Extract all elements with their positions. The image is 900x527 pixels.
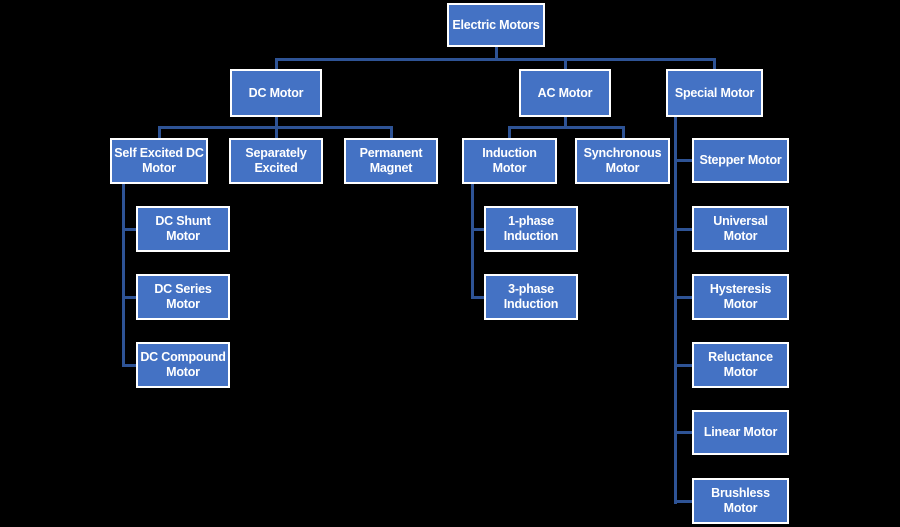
connector-dc-shunt-branch xyxy=(122,228,138,231)
connector-reluctance-branch xyxy=(674,364,695,367)
node-1-phase-induction[interactable]: 1-phase Induction xyxy=(484,206,578,252)
connector-ac-motor-stem-up xyxy=(564,58,567,70)
node-reluctance-motor[interactable]: Reluctance Motor xyxy=(692,342,789,388)
node-permanent-magnet[interactable]: Permanent Magnet xyxy=(344,138,438,184)
node-induction-motor[interactable]: Induction Motor xyxy=(462,138,557,184)
connector-induction-stem xyxy=(508,126,511,139)
connector-brushless-branch xyxy=(674,500,695,503)
node-dc-motor[interactable]: DC Motor xyxy=(230,69,322,117)
node-linear-motor[interactable]: Linear Motor xyxy=(692,410,789,455)
connector-linear-branch xyxy=(674,431,695,434)
node-dc-compound-motor[interactable]: DC Compound Motor xyxy=(136,342,230,388)
connector-level1-bus xyxy=(275,58,715,61)
connector-permanent-stem xyxy=(390,126,393,139)
node-brushless-motor[interactable]: Brushless Motor xyxy=(692,478,789,524)
connector-ac-children-bus xyxy=(508,126,625,129)
node-ac-motor[interactable]: AC Motor xyxy=(519,69,611,117)
connector-separately-stem xyxy=(275,126,278,139)
node-hysteresis-motor[interactable]: Hysteresis Motor xyxy=(692,274,789,320)
connector-three-phase-branch xyxy=(471,296,487,299)
node-separately-excited[interactable]: Separately Excited xyxy=(229,138,323,184)
connector-dc-series-branch xyxy=(122,296,138,299)
connector-universal-branch xyxy=(674,228,695,231)
node-synchronous-motor[interactable]: Synchronous Motor xyxy=(575,138,670,184)
connector-root-stem-down xyxy=(495,47,498,59)
connector-dc-compound-branch xyxy=(122,364,138,367)
connector-special-trunk xyxy=(674,117,677,504)
connector-synchronous-stem xyxy=(622,126,625,139)
connector-stepper-branch xyxy=(674,159,695,162)
connector-induction-trunk xyxy=(471,184,474,298)
node-electric-motors[interactable]: Electric Motors xyxy=(447,3,545,47)
node-dc-shunt-motor[interactable]: DC Shunt Motor xyxy=(136,206,230,252)
connector-dc-children-stem xyxy=(275,117,278,129)
connector-self-excited-trunk xyxy=(122,184,125,366)
node-self-excited-dc-motor[interactable]: Self Excited DC Motor xyxy=(110,138,208,184)
node-dc-series-motor[interactable]: DC Series Motor xyxy=(136,274,230,320)
connector-special-stem-up xyxy=(713,58,716,70)
connector-one-phase-branch xyxy=(471,228,487,231)
connector-ac-children-stem xyxy=(564,117,567,129)
connector-hysteresis-branch xyxy=(674,296,695,299)
node-special-motor[interactable]: Special Motor xyxy=(666,69,763,117)
connector-dc-motor-stem-up xyxy=(275,58,278,70)
node-stepper-motor[interactable]: Stepper Motor xyxy=(692,138,789,183)
node-universal-motor[interactable]: Universal Motor xyxy=(692,206,789,252)
node-3-phase-induction[interactable]: 3-phase Induction xyxy=(484,274,578,320)
connector-self-excited-stem xyxy=(158,126,161,139)
